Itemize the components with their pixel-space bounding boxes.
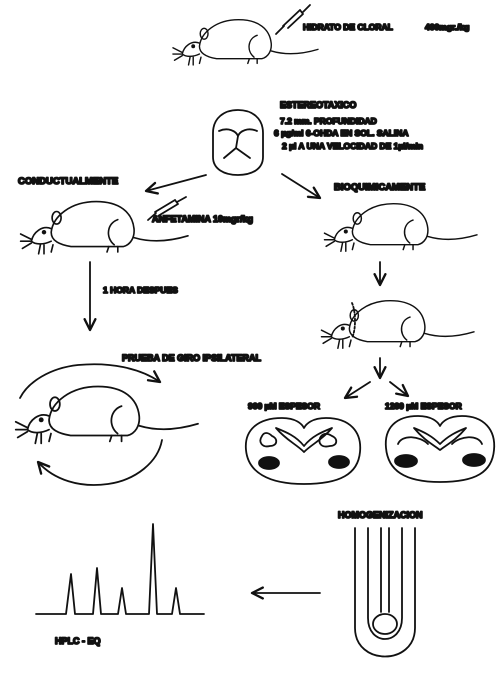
slice-900-label: 900 µM ESPESOR	[248, 401, 320, 411]
hplc-label: HPLC - EQ	[55, 636, 101, 646]
arrow-to-biochemical	[282, 174, 320, 198]
homogenization-label: HOMOGENIZACION	[338, 510, 423, 520]
rotation-test-label: PRUEBA DE GIRO IPSILATERAL	[122, 353, 262, 363]
rat-icon	[321, 301, 474, 349]
homogenizer-tube-icon	[355, 528, 415, 657]
one-hour-label: 1 HORA DESPUES	[103, 285, 178, 295]
rat-icon	[16, 387, 198, 444]
chloral-label: HIDRATO DE CLORAL	[303, 22, 393, 32]
solution-label: 6 µg/ml 6-OHDA EN SOL. SALINA	[274, 128, 408, 138]
arrow-to-behavioral	[146, 175, 206, 191]
rat-icon	[173, 20, 318, 65]
chromatogram-icon	[36, 524, 204, 614]
arrow-to-1200	[390, 382, 408, 396]
depth-label: 7.2 mm. PROFUNDIDAD	[280, 116, 377, 126]
behavioral-label: CONDUCTUALMENTE	[18, 176, 118, 187]
slice-1200-label: 1200 µM ESPESOR	[385, 401, 462, 411]
rat-icon	[21, 202, 188, 254]
amphetamine-label: ANFETAMINA 10mgr/kg	[152, 214, 253, 224]
rate-label: 2 µl A UNA VELOCIDAD DE 1µl/min	[282, 141, 423, 151]
brain-slice-icon	[246, 418, 360, 484]
arrow-to-900	[345, 382, 370, 398]
chloral-dose-label: 400mgr./kg	[425, 22, 469, 32]
rotation-arrow-icon	[20, 364, 162, 485]
brain-slice-icon	[386, 416, 494, 482]
biochemical-label: BIOQUIMICAMENTE	[334, 182, 425, 193]
brain-outline-icon	[213, 110, 263, 175]
stereotaxic-label: ESTEREOTAXICO	[280, 100, 356, 110]
rat-icon	[324, 204, 477, 252]
